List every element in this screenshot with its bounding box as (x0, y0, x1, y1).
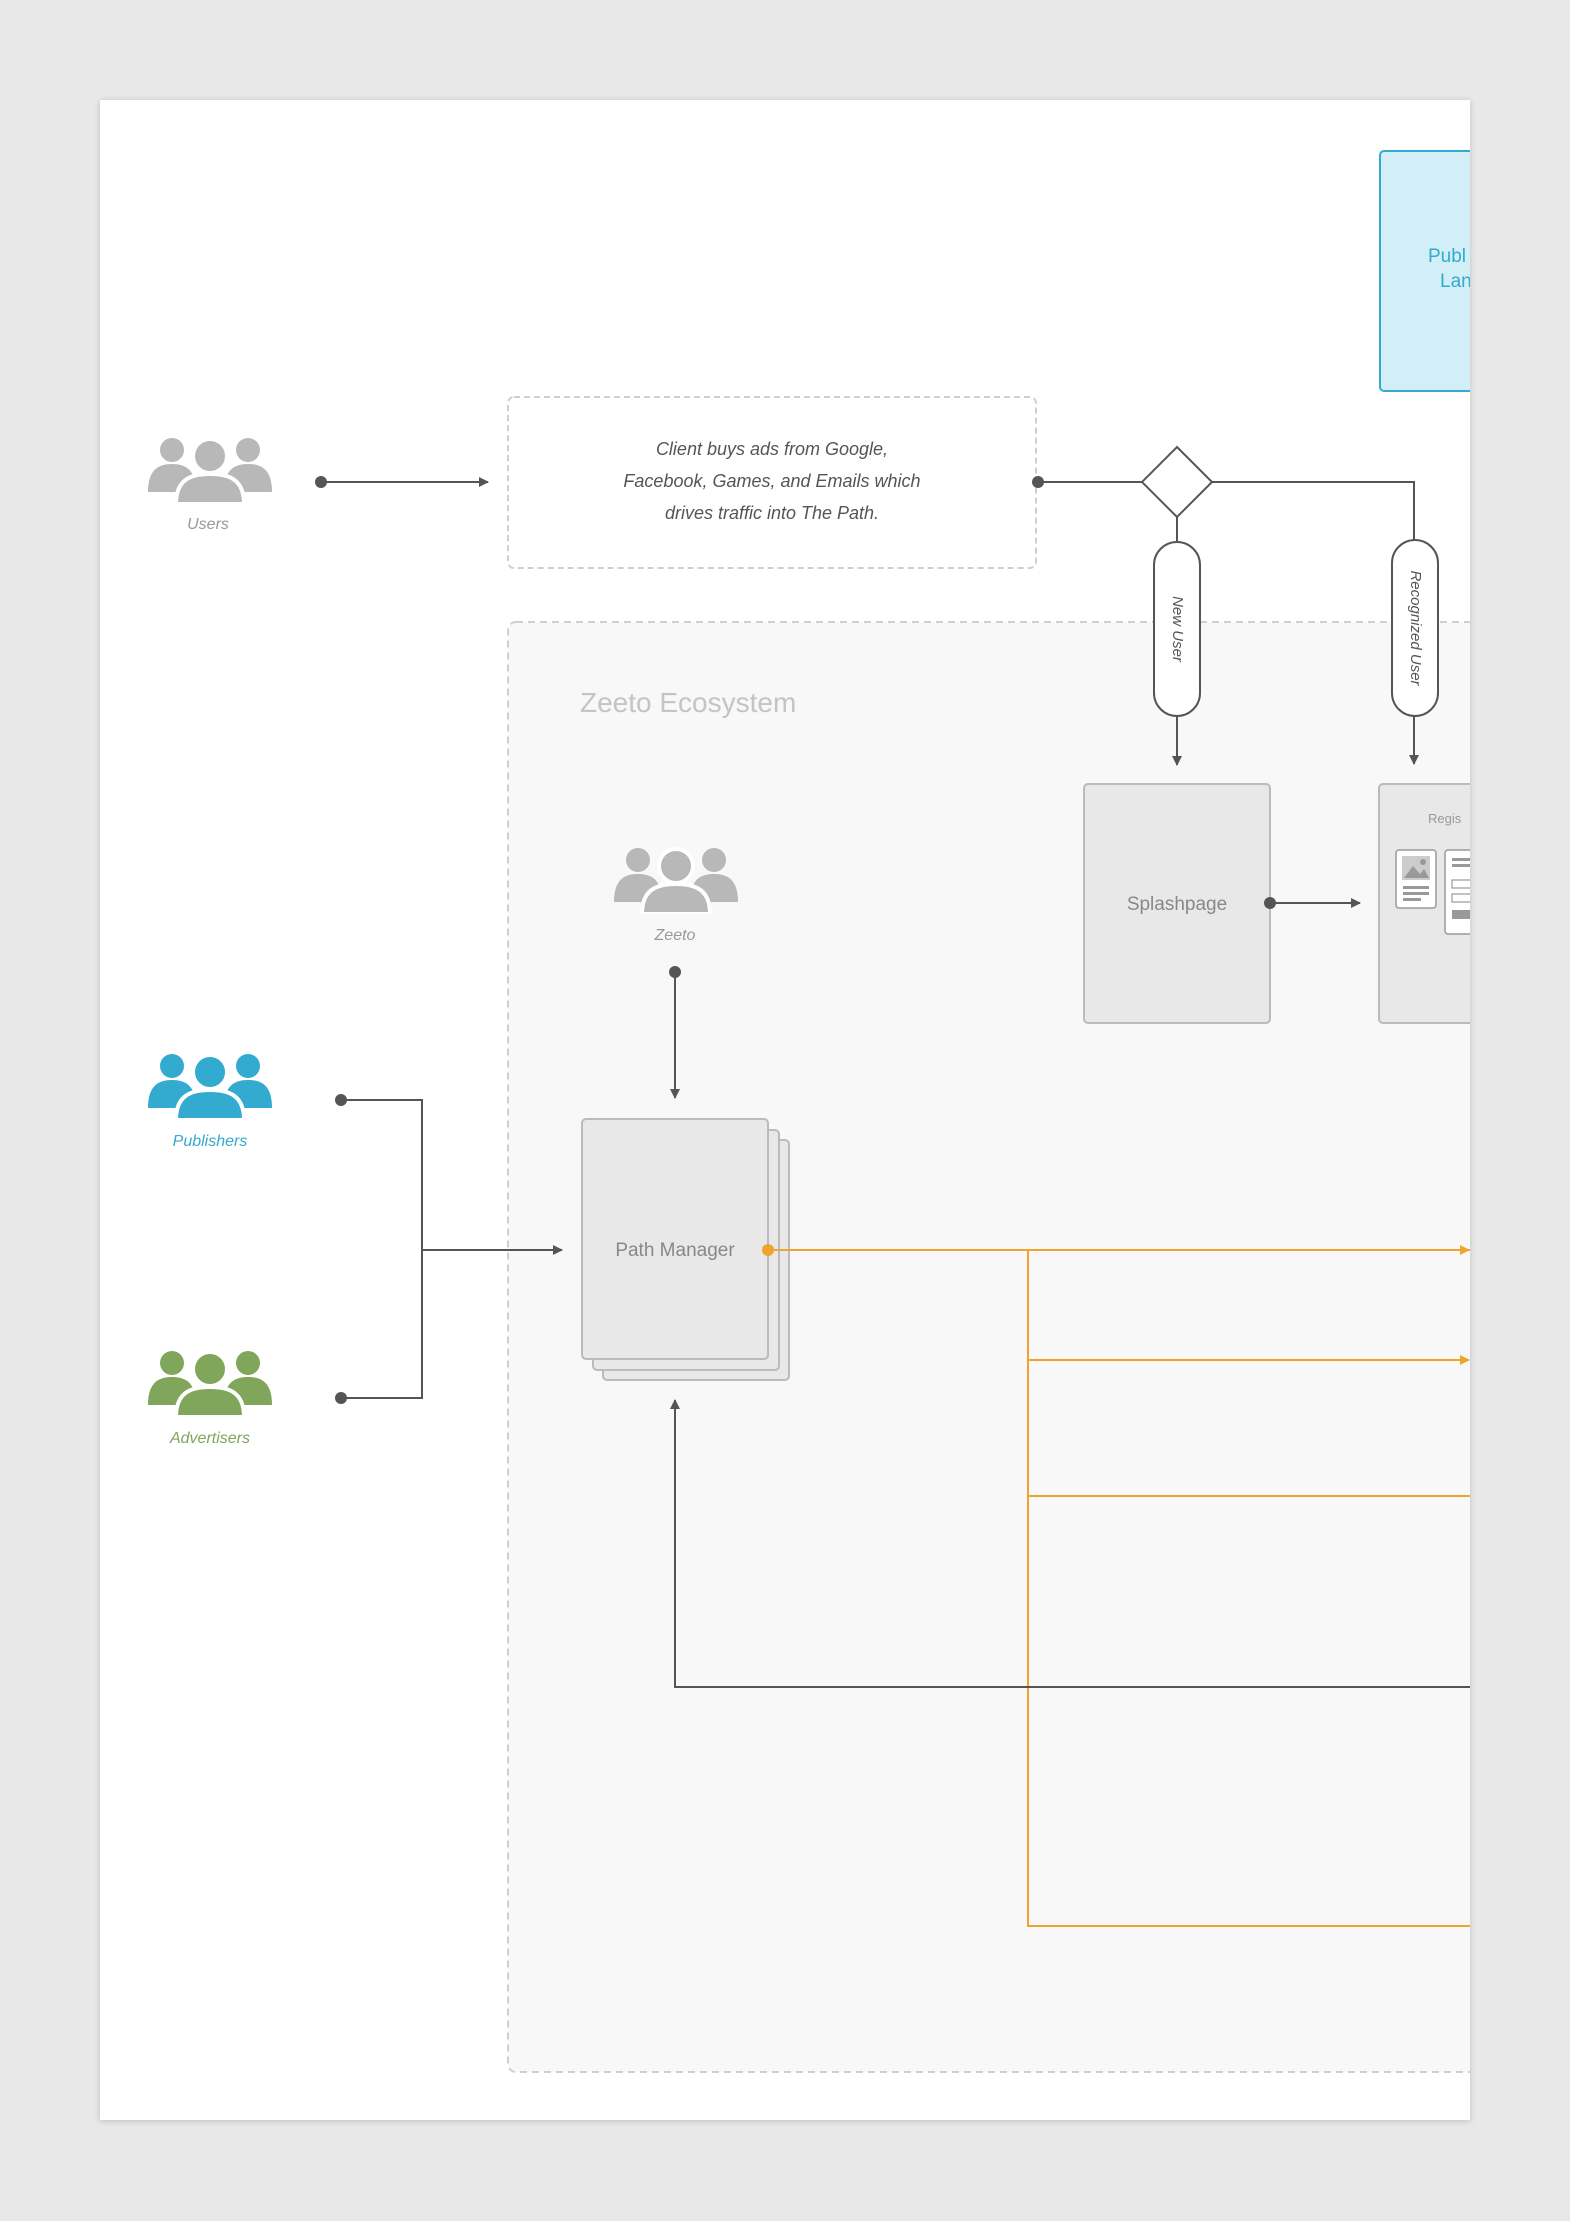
splashpage-label: Splashpage (1127, 894, 1227, 915)
publishers-label: Publishers (173, 1133, 248, 1150)
diagram-sheet: Zeeto Ecosystem Publ Lan Users Client bu… (100, 100, 1470, 2120)
registration-label: Regis (1428, 811, 1462, 826)
users-icon (148, 436, 272, 504)
recognized-user-label: Recognized User (1407, 570, 1424, 686)
advertisers-icon (148, 1349, 272, 1417)
publisher-landing-label-1: Publ (1428, 246, 1466, 267)
traffic-note-line-3: drives traffic into The Path. (665, 503, 879, 523)
advertisers-label: Advertisers (169, 1430, 250, 1447)
zeeto-label: Zeeto (654, 927, 696, 944)
image-placeholder-icon (1395, 849, 1437, 909)
return-to-path-manager-arrow (670, 1399, 1470, 1688)
decision-to-recognized-line (1212, 481, 1415, 540)
flow-diagram: Zeeto Ecosystem Publ Lan Users Client bu… (148, 150, 1470, 2073)
users-label: Users (187, 516, 229, 533)
ecosystem-title: Zeeto Ecosystem (580, 687, 796, 718)
path-manager-orange-dot (762, 1244, 774, 1256)
form-icon (1444, 849, 1470, 935)
path-manager-label: Path Manager (615, 1240, 735, 1261)
decision-diamond[interactable] (1140, 445, 1214, 519)
publisher-landing-box[interactable] (1379, 150, 1470, 392)
new-user-label: New User (1169, 596, 1186, 663)
traffic-note-line-2: Facebook, Games, and Emails which (623, 471, 920, 491)
traffic-note-line-1: Client buys ads from Google, (656, 439, 888, 459)
publisher-landing-label-2: Lan (1440, 271, 1470, 292)
publisher-advertiser-bracket (341, 1099, 423, 1399)
publishers-icon (148, 1052, 272, 1120)
path-manager-node[interactable] (581, 1118, 769, 1360)
